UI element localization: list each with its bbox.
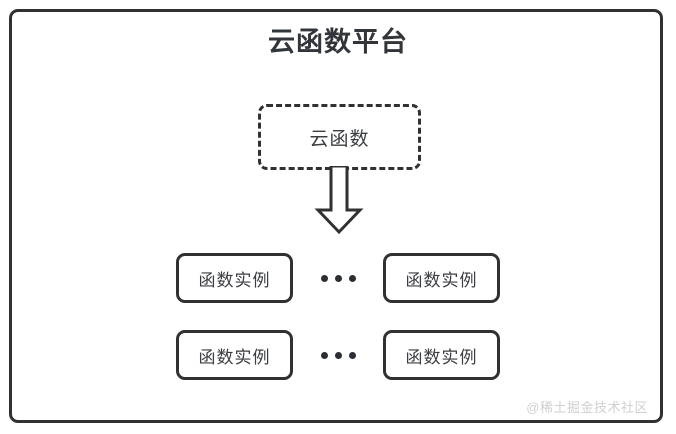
- down-block-arrow-icon: [310, 164, 368, 236]
- function-instance-label: 函数实例: [405, 270, 478, 290]
- watermark: @稀土掘金技术社区: [526, 400, 648, 415]
- ellipsis-dot-icon: [348, 351, 356, 359]
- function-instance-node: 函数实例: [176, 330, 293, 380]
- page-title: 云函数平台: [268, 27, 408, 57]
- function-instance-label: 函数实例: [198, 270, 271, 290]
- function-instance-node: 函数实例: [383, 253, 500, 303]
- function-instance-node: 函数实例: [383, 330, 500, 380]
- function-instance-node: 函数实例: [176, 253, 293, 303]
- cloud-function-node: 云函数: [258, 104, 421, 170]
- ellipsis-dot-icon: [334, 274, 342, 282]
- ellipsis-dot-icon: [334, 351, 342, 359]
- ellipsis-dot-icon: [320, 274, 328, 282]
- ellipsis-separator: [293, 330, 383, 380]
- instance-row-2: 函数实例 函数实例: [0, 330, 676, 380]
- ellipsis-dot-icon: [348, 274, 356, 282]
- function-instance-label: 函数实例: [198, 347, 271, 367]
- cloud-function-label: 云函数: [309, 128, 370, 150]
- instance-row-1: 函数实例 函数实例: [0, 253, 676, 303]
- ellipsis-dot-icon: [320, 351, 328, 359]
- ellipsis-separator: [293, 253, 383, 303]
- function-instance-label: 函数实例: [405, 347, 478, 367]
